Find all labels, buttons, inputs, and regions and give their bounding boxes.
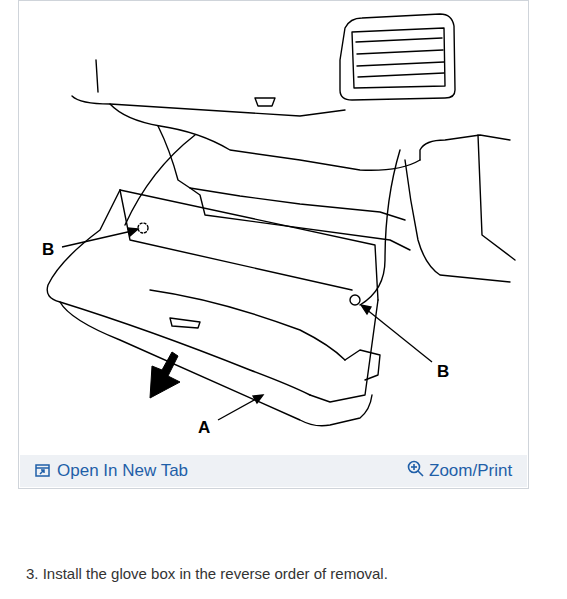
hinge-tab — [345, 350, 380, 380]
dash-right-side — [405, 160, 510, 282]
dash-opening-upper — [110, 104, 420, 170]
glove-box-rim — [120, 190, 378, 300]
stop-strap — [360, 150, 400, 305]
zoom-icon — [409, 462, 424, 477]
glove-box-inner-wall — [120, 190, 352, 290]
callout-letter: A — [197, 419, 211, 437]
direction-arrow — [150, 352, 180, 398]
toolbar-link: Zoom/Print — [429, 461, 512, 481]
stop-pin — [138, 223, 148, 233]
dash-right-panel — [478, 135, 515, 260]
door-latch — [170, 318, 200, 328]
toolbar-link: Open In New Tab — [57, 461, 188, 481]
glove-box-door-bottom — [60, 302, 372, 426]
glove-box-floor — [150, 290, 345, 360]
callout-letter: B — [436, 363, 450, 381]
dash-clip — [255, 98, 275, 106]
dash-cavity-floor — [190, 188, 410, 250]
stop-strap — [125, 135, 195, 225]
glove-box-side — [310, 300, 378, 402]
vent-louvers — [356, 38, 444, 77]
stop-pin — [350, 295, 360, 305]
dash-edge — [96, 60, 98, 92]
open-tab-icon — [36, 465, 49, 476]
glove-box-door-top — [47, 190, 310, 395]
leader-lines — [62, 228, 432, 420]
instruction-step: 3. Install the glove box in the reverse … — [26, 564, 388, 584]
toolbar-bar — [20, 455, 527, 487]
figure-frame — [19, 1, 529, 489]
air-vent-grille — [352, 28, 445, 88]
air-vent — [340, 14, 455, 100]
callout-letter: B — [41, 241, 55, 259]
dash-right-top — [420, 135, 510, 160]
